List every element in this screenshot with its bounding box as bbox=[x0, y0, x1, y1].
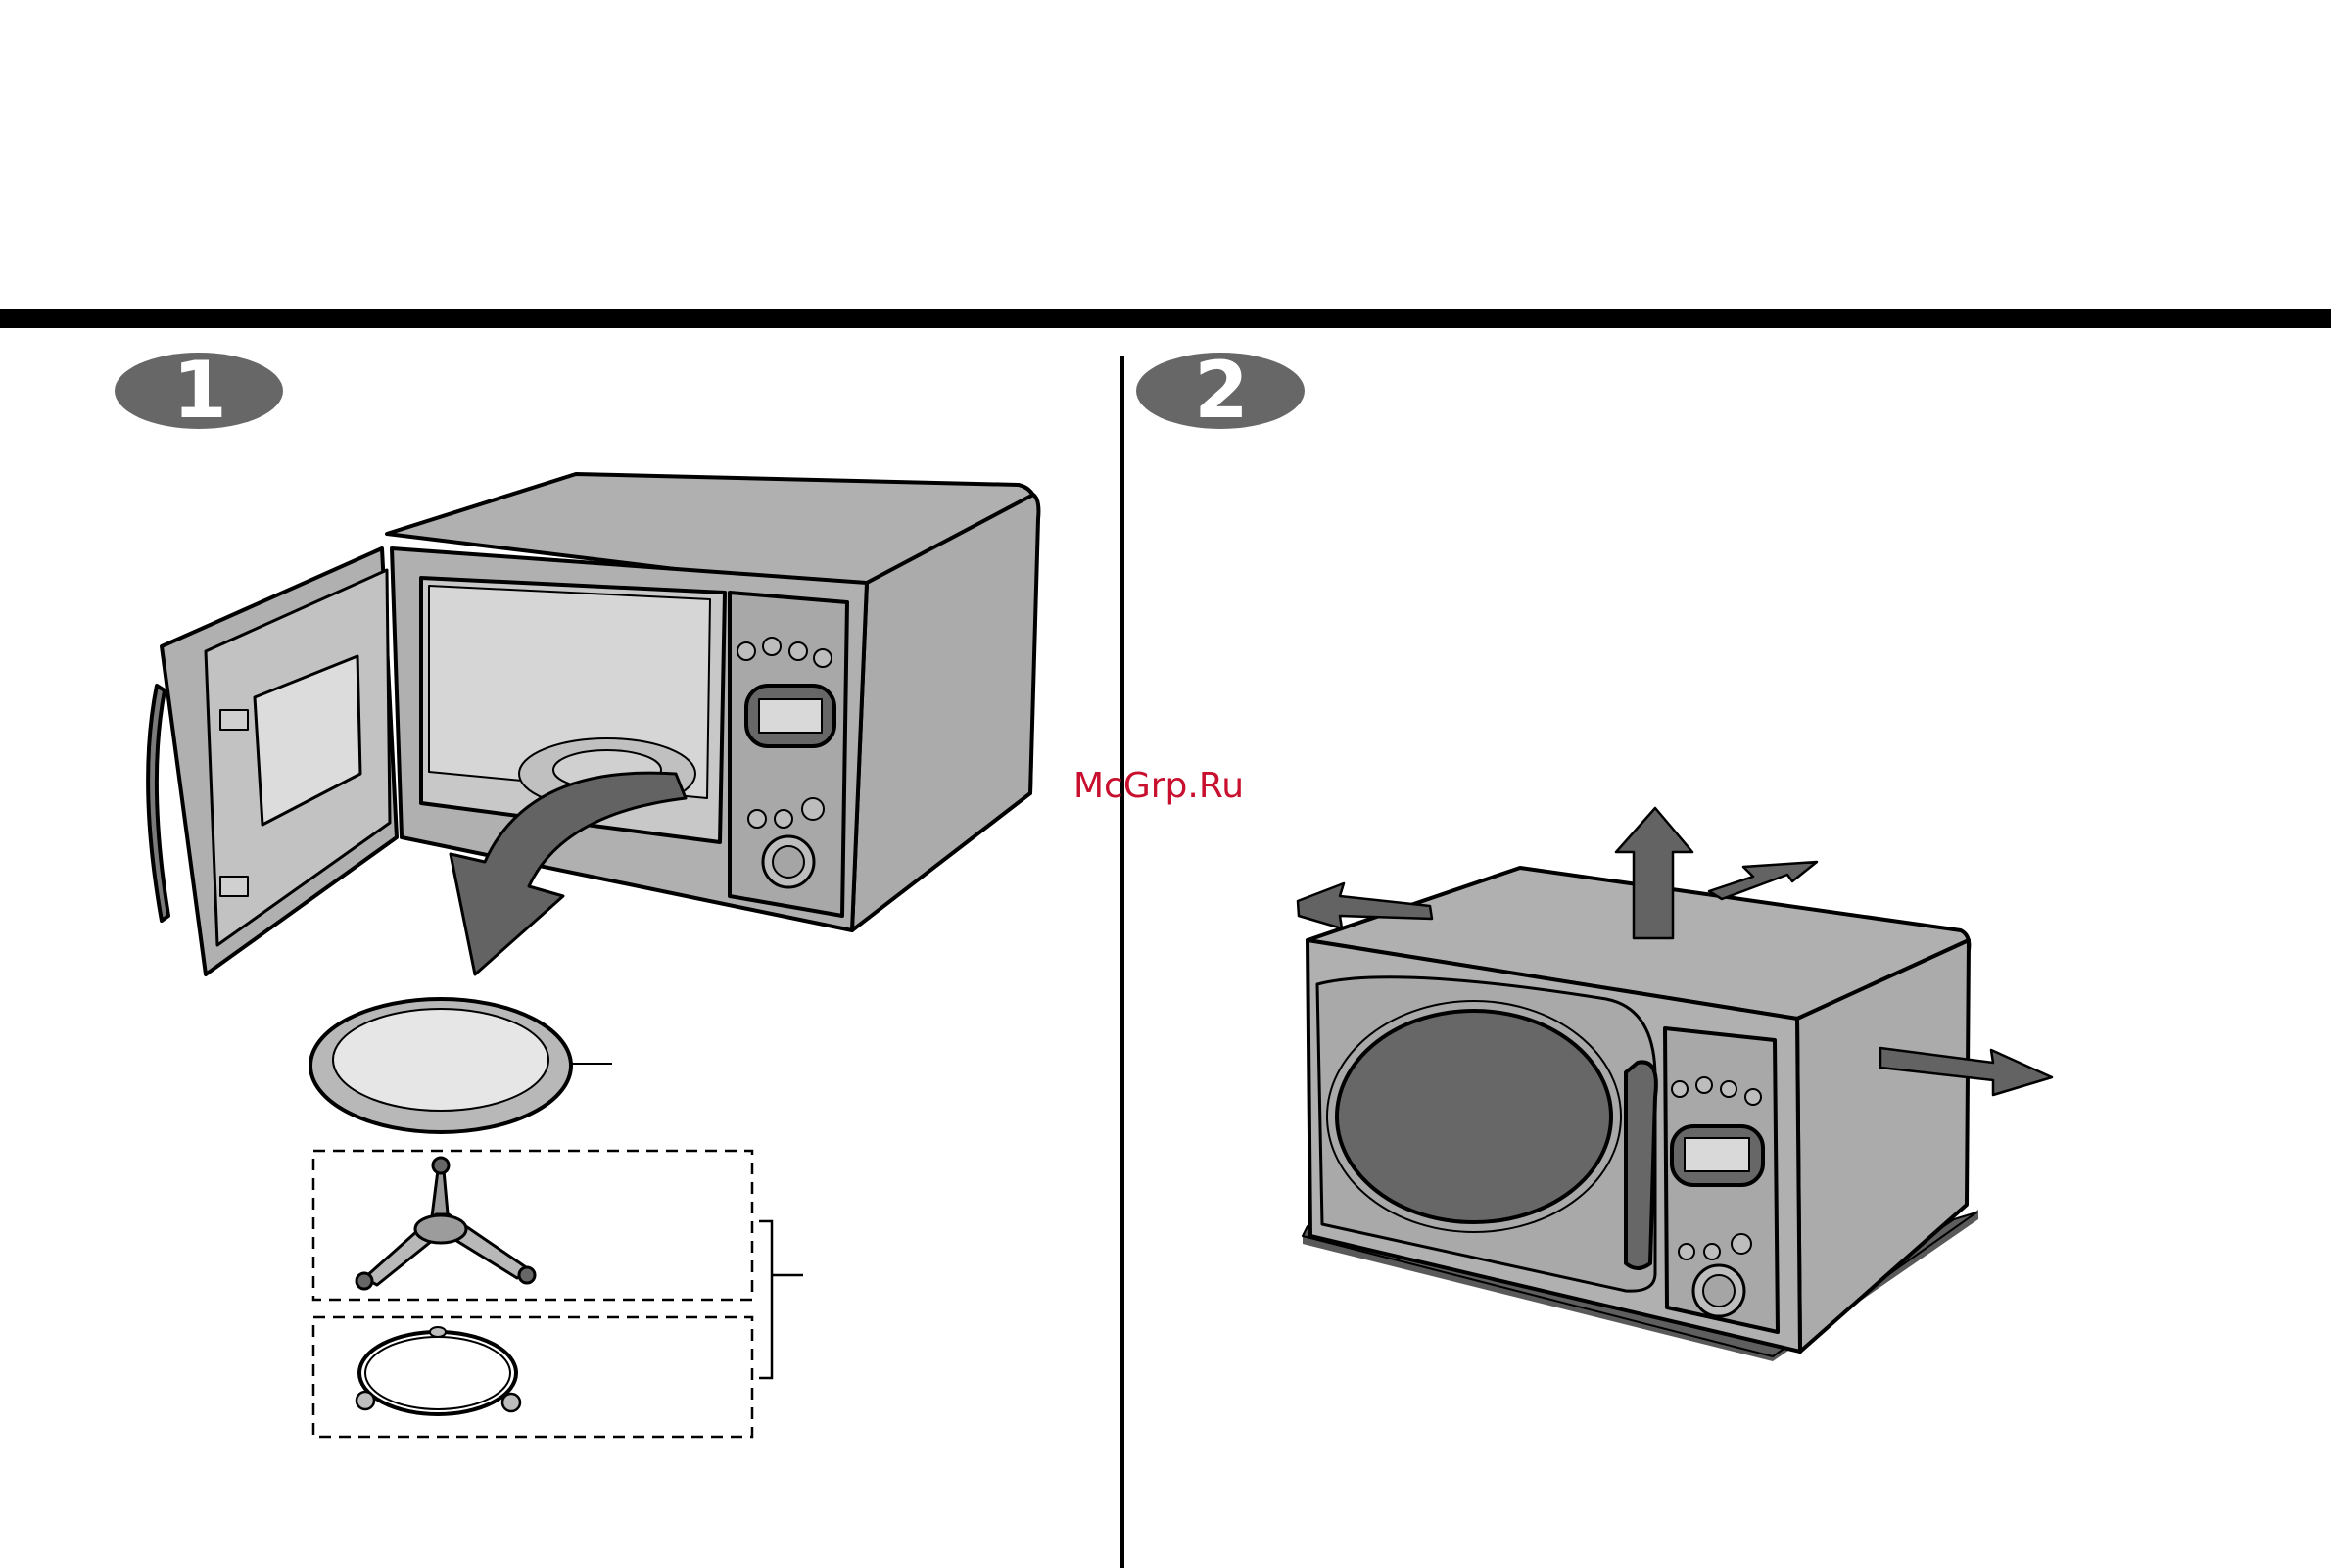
watermark-text: McGrp.Ru bbox=[1073, 762, 1279, 811]
roller-ring-icon bbox=[357, 1327, 520, 1414]
arrow-back-icon bbox=[1709, 862, 1817, 899]
coupler-icon bbox=[357, 1158, 535, 1289]
microwave-open-door-icon bbox=[148, 474, 1038, 974]
roller-support-options bbox=[313, 1151, 803, 1437]
microwave-clearance-icon bbox=[1303, 868, 1978, 1361]
glass-tray-icon bbox=[310, 999, 612, 1132]
